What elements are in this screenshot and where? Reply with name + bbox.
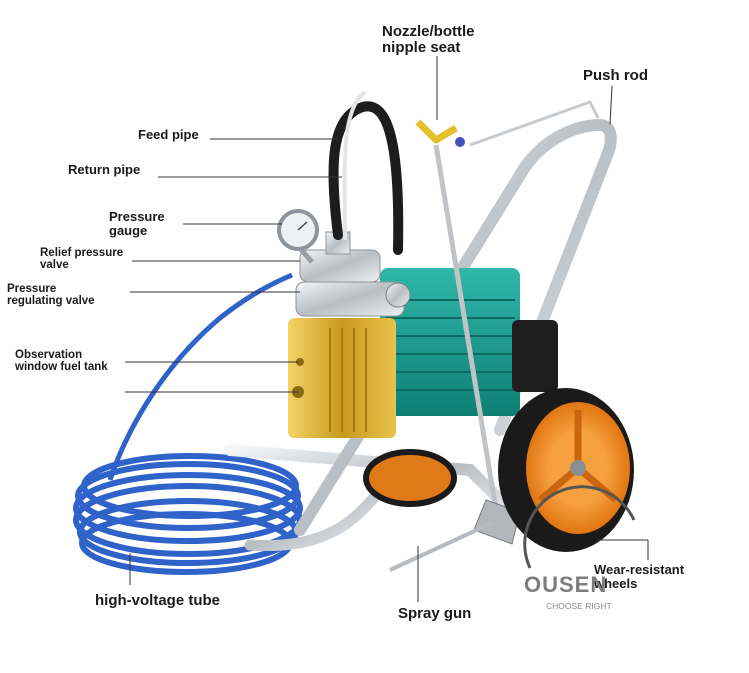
label-pressure-gauge-line1: Pressure bbox=[109, 209, 165, 224]
tube-feed-line bbox=[107, 272, 293, 481]
label-relief-valve: Relief pressure valve bbox=[40, 247, 123, 271]
return-pipe-hose bbox=[342, 90, 367, 241]
spray-gun-wand bbox=[433, 144, 499, 511]
push-rod-frame bbox=[294, 118, 617, 536]
feed-pipe-hose bbox=[328, 101, 404, 255]
label-pressure-gauge-line2: gauge bbox=[109, 222, 148, 238]
regulating-valve-knob bbox=[385, 282, 411, 308]
label-regulating-valve: Pressure regulating valve bbox=[7, 283, 95, 307]
motor-body bbox=[380, 268, 520, 416]
label-high-voltage-tube: high-voltage tube bbox=[95, 592, 220, 609]
wheel-hub bbox=[570, 460, 586, 476]
label-nozzle-seat-line1: Nozzle/bottle bbox=[382, 23, 475, 40]
spray-gun-extension bbox=[389, 520, 495, 572]
label-nozzle-seat: Nozzle/bottle nipple seat bbox=[382, 24, 475, 56]
label-spray-gun: Spray gun bbox=[398, 605, 472, 622]
motor-rear-cover bbox=[512, 320, 558, 392]
label-wear-resistant-wheels: Wear-resistant wheels bbox=[594, 563, 684, 590]
leader-lines bbox=[125, 56, 649, 602]
label-return-pipe: Return pipe bbox=[68, 162, 141, 177]
label-relief-valve-line1: Relief pressure bbox=[40, 247, 124, 259]
label-observation-window-line1: Observation bbox=[15, 349, 83, 361]
base-frame bbox=[224, 444, 526, 526]
rear-wheel bbox=[363, 449, 457, 507]
gauge-needle bbox=[297, 221, 308, 231]
push-rod-crossbar bbox=[469, 100, 600, 147]
label-feed-pipe: Feed pipe bbox=[138, 127, 199, 142]
pump-bolt bbox=[296, 358, 304, 366]
label-regulating-valve-line1: Pressure bbox=[7, 283, 57, 295]
nozzle-tip-guard bbox=[415, 119, 458, 144]
label-push-rod: Push rod bbox=[583, 67, 649, 84]
label-nozzle-seat-line2: nipple seat bbox=[382, 38, 461, 56]
label-relief-valve-line2: valve bbox=[40, 259, 69, 272]
brand-name: OUSEN bbox=[524, 572, 608, 597]
high-voltage-tube-coil bbox=[73, 453, 303, 575]
nozzle-tip bbox=[455, 137, 465, 147]
brand-logo-ring bbox=[523, 485, 636, 569]
relief-valve-block bbox=[299, 249, 381, 283]
label-pressure-gauge: Pressure gauge bbox=[109, 210, 165, 237]
label-regulating-valve-line2: regulating valve bbox=[7, 295, 95, 308]
label-wheels-line1: Wear-resistant bbox=[594, 562, 685, 577]
label-observation-window-line2: window fuel tank bbox=[15, 361, 108, 374]
label-observation-window: Observation window fuel tank bbox=[15, 349, 108, 373]
pump-fins bbox=[329, 328, 367, 432]
brand-slogan: CHOOSE RIGHT bbox=[546, 601, 612, 611]
label-wheels-line2: wheels bbox=[594, 575, 638, 591]
